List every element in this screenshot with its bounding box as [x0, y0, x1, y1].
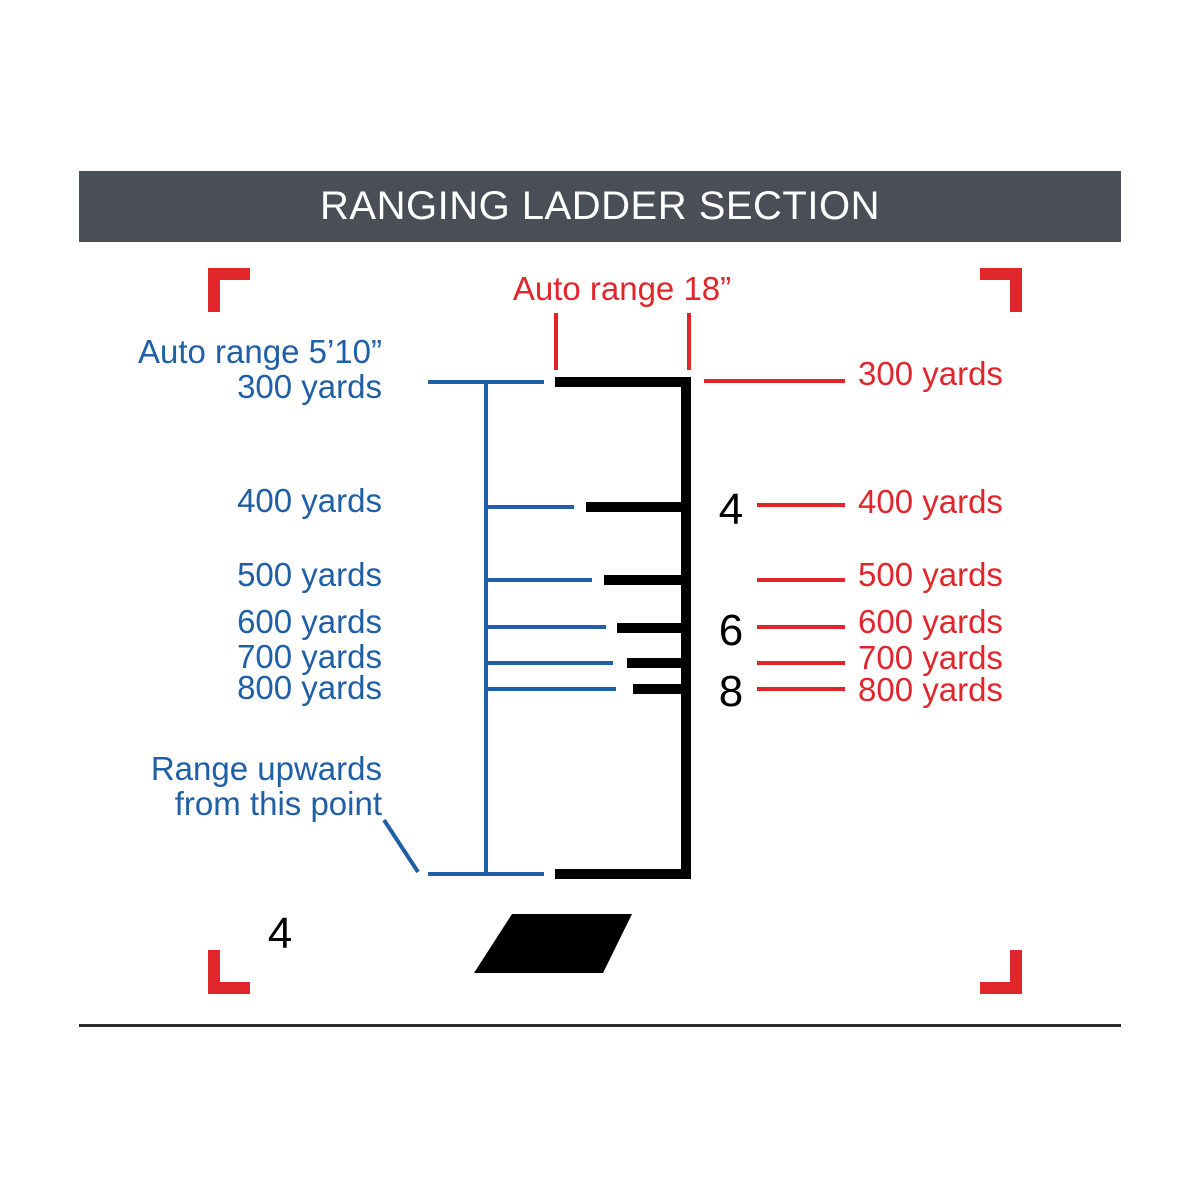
auto-range-18-label: Auto range 18”	[513, 270, 731, 307]
right-label-500: 500 yards	[858, 556, 1003, 593]
left-label-600: 600 yards	[237, 603, 382, 640]
right-label-300: 300 yards	[858, 355, 1003, 392]
ladder-number-4: 4	[719, 485, 743, 534]
left-label-300: 300 yards	[237, 368, 382, 405]
left-label-400: 400 yards	[237, 482, 382, 519]
left-label-500: 500 yards	[237, 556, 382, 593]
corner-top-left	[208, 268, 250, 312]
blue-leader	[382, 818, 420, 874]
right-label-800: 800 yards	[858, 671, 1003, 708]
frame-corners	[208, 268, 1022, 994]
ladder-number-8: 8	[719, 667, 743, 716]
blue-guides	[382, 380, 616, 876]
ladder-numbers: 4 6 8 4	[268, 485, 743, 958]
section-header: RANGING LADDER SECTION	[79, 171, 1121, 242]
holdover-block	[474, 914, 632, 973]
section-title: RANGING LADDER SECTION	[320, 184, 880, 228]
range-note-line-2: from this point	[175, 785, 382, 822]
corner-bottom-right	[980, 950, 1022, 994]
left-label-800: 800 yards	[237, 669, 382, 706]
red-labels: Auto range 18” 300 yards 400 yards 500 y…	[513, 270, 1003, 708]
right-label-600: 600 yards	[858, 603, 1003, 640]
blue-labels: Auto range 5’10” 300 yards 400 yards 500…	[138, 333, 382, 822]
right-label-700: 700 yards	[858, 639, 1003, 676]
left-label-700: 700 yards	[237, 638, 382, 675]
corner-top-right	[980, 268, 1022, 312]
right-label-400: 400 yards	[858, 483, 1003, 520]
corner-number-4: 4	[268, 909, 292, 958]
reticle-ladder	[555, 377, 691, 879]
corner-bottom-left	[208, 950, 250, 994]
red-guides	[554, 313, 845, 691]
bottom-divider	[79, 1024, 1121, 1027]
auto-range-5-10-label: Auto range 5’10”	[138, 333, 382, 370]
ladder-number-6: 6	[719, 606, 743, 655]
range-note-line-1: Range upwards	[151, 750, 382, 787]
